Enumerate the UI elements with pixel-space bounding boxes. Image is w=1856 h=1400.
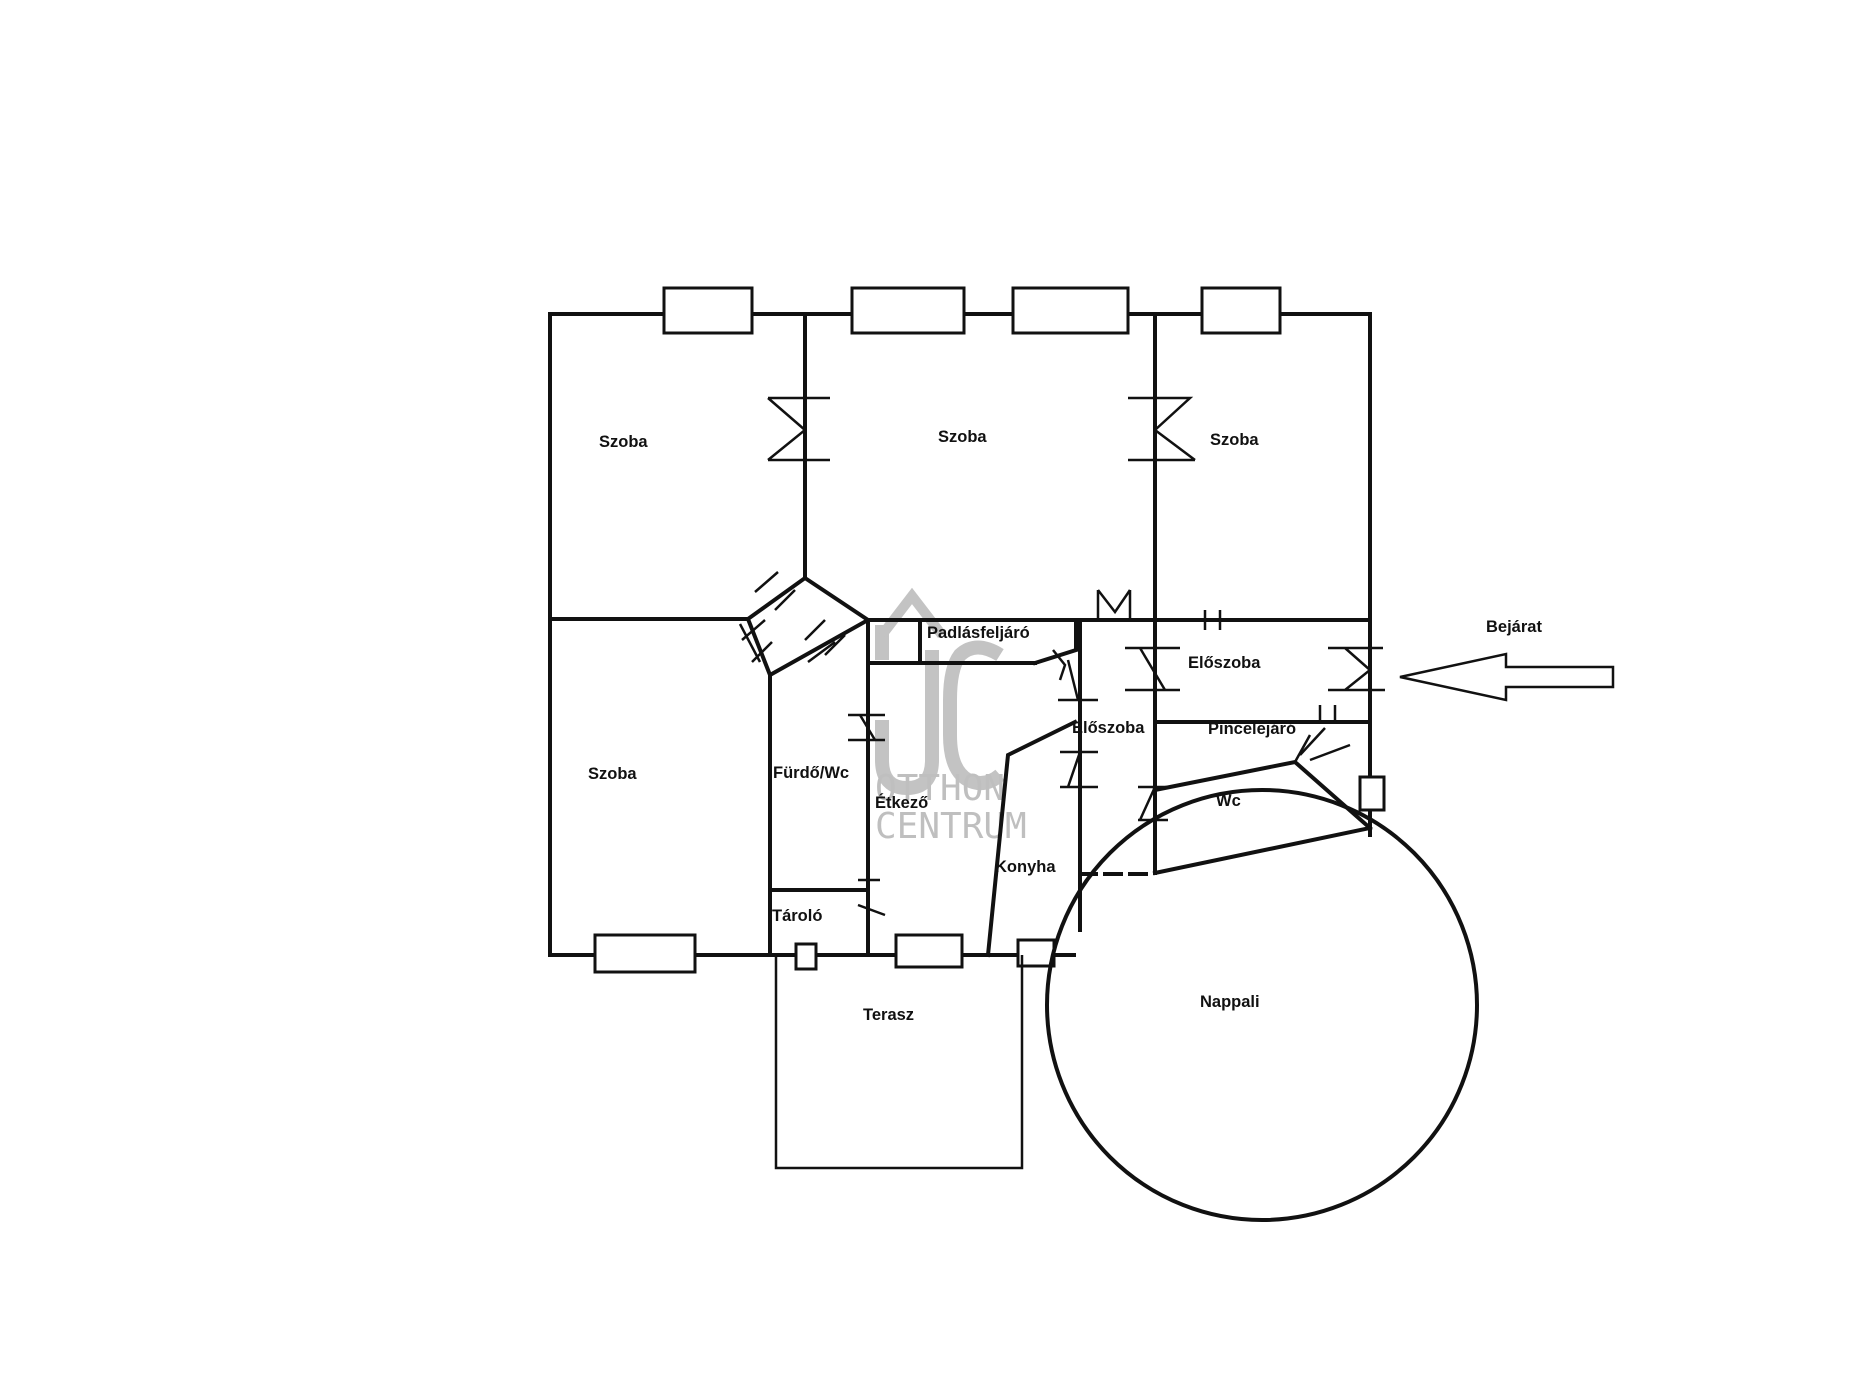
label-pincelejaro: Pincelejáró <box>1208 720 1296 738</box>
window-konyha <box>1016 938 1056 968</box>
interior-walls <box>548 312 1373 958</box>
window-szoba-2a <box>850 286 966 335</box>
window-etkezo <box>894 933 964 969</box>
label-tarolo: Tároló <box>772 907 822 925</box>
door-eloszoba-konyha <box>1060 750 1098 789</box>
label-padlasfeljaro: Padlásfeljáró <box>927 624 1030 642</box>
label-szoba-2: Szoba <box>938 428 987 446</box>
label-furdo-wc: Fürdő/Wc <box>773 764 849 782</box>
entrance-arrow <box>1399 652 1615 702</box>
label-nappali: Nappali <box>1200 993 1260 1011</box>
door-padlas <box>1052 649 1098 702</box>
window-szoba-1 <box>662 286 754 335</box>
window-tarolo <box>794 942 818 971</box>
label-szoba-4: Szoba <box>588 765 637 783</box>
window-szoba-3 <box>1200 286 1282 335</box>
label-szoba-1: Szoba <box>599 433 648 451</box>
watermark-line1: OTTHON <box>875 768 1005 809</box>
door-eloszoba-left <box>1125 646 1180 692</box>
door-furdo <box>848 713 885 742</box>
door-szoba-2-3 <box>1128 396 1196 462</box>
nappali-circle <box>1045 788 1479 1222</box>
window-wc <box>1358 775 1386 812</box>
label-bejarat: Bejárat <box>1486 618 1542 636</box>
label-wc: Wc <box>1216 792 1241 810</box>
door-szoba-3-eloszoba <box>1096 589 1132 620</box>
label-terasz: Terasz <box>863 1006 914 1024</box>
doors <box>738 396 1385 917</box>
windows <box>593 286 1386 974</box>
terasz-outline <box>774 955 1024 1170</box>
window-szoba-4 <box>593 933 697 974</box>
label-szoba-3: Szoba <box>1210 431 1259 449</box>
door-eloszoba-top <box>1203 610 1222 630</box>
door-szoba-corridor <box>738 571 796 663</box>
door-corridor-furdo <box>804 619 846 664</box>
label-eloszoba-2: Előszoba <box>1072 719 1145 737</box>
door-tarolo <box>857 878 886 917</box>
label-etkezo: Étkező <box>875 793 928 812</box>
door-szoba-1-2 <box>767 396 830 462</box>
window-szoba-2b <box>1011 286 1130 335</box>
door-entrance <box>1328 646 1385 692</box>
label-konyha: Konyha <box>995 858 1056 876</box>
label-eloszoba-1: Előszoba <box>1188 654 1261 672</box>
